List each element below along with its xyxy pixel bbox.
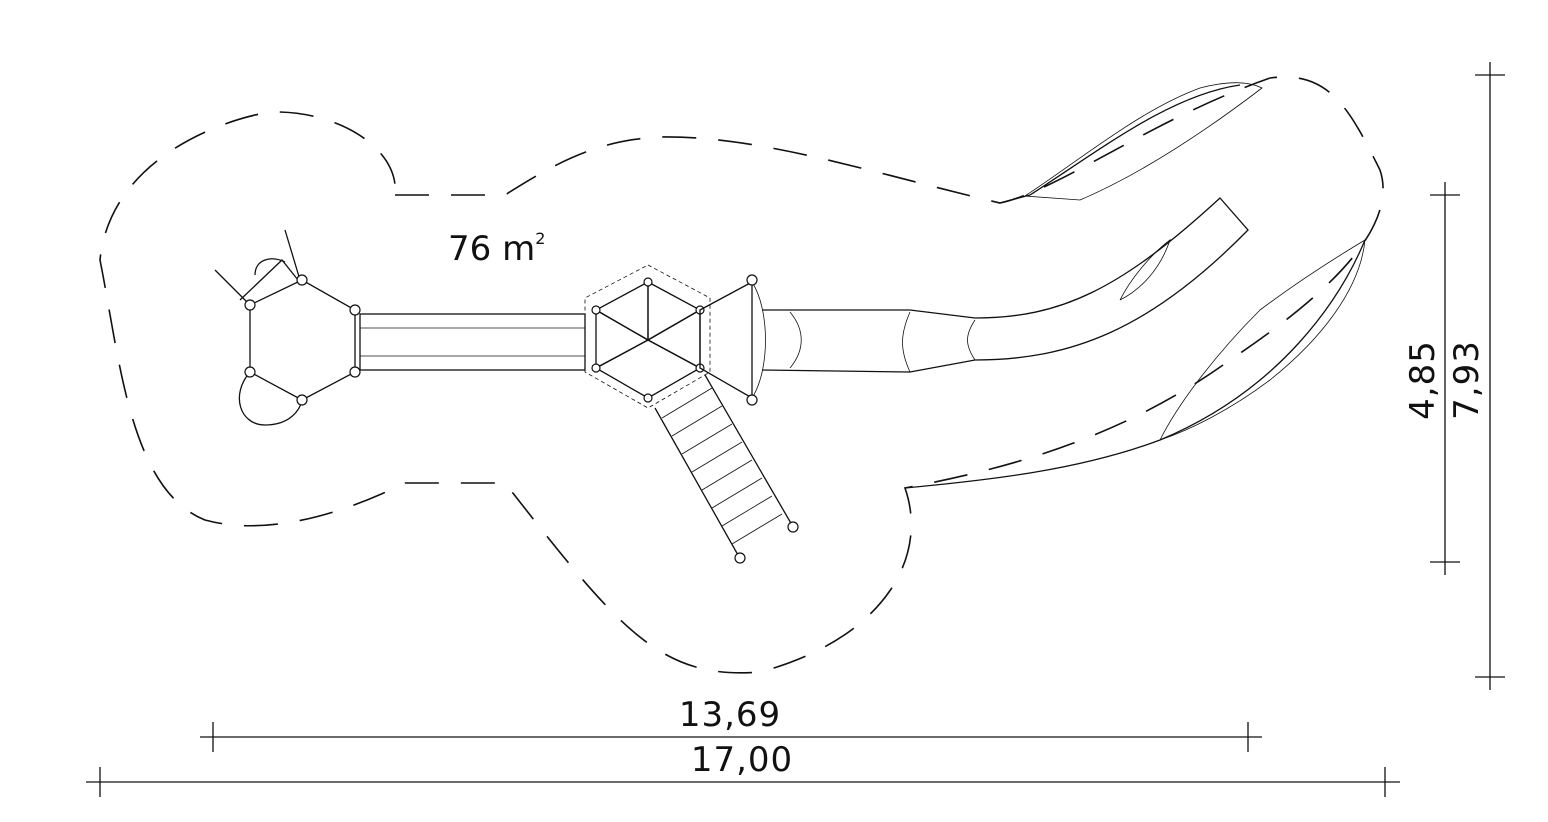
- inner-width-label: 13,69: [679, 695, 781, 735]
- post: [244, 366, 256, 378]
- post: [591, 363, 601, 373]
- center-tower-sector-4: [594, 339, 702, 399]
- center-tower-outline: [584, 264, 711, 409]
- post: [746, 394, 758, 406]
- post: [643, 277, 653, 287]
- dimension-outer-width: [86, 767, 1400, 797]
- post: [244, 299, 256, 311]
- center-tower-sector-1: [594, 280, 649, 342]
- ladder: [654, 374, 793, 556]
- dimension-inner-height: [1430, 182, 1460, 575]
- ladder-rungs: [661, 387, 783, 545]
- slope-hatch-top: [1023, 82, 1263, 201]
- area-label: 76 m2: [448, 229, 545, 269]
- dimension-outer-height: [1475, 62, 1505, 690]
- bridge: [359, 313, 586, 371]
- post: [296, 274, 308, 286]
- outer-width-label: 17,00: [691, 740, 793, 780]
- tube-slide: [761, 197, 1249, 373]
- tube-slide-inner: [789, 238, 1171, 373]
- center-tower-sector-2: [647, 280, 702, 342]
- post: [734, 552, 746, 564]
- dimension-inner-width: [200, 722, 1262, 752]
- post: [349, 366, 361, 378]
- slope-hatch-bottom: [1159, 239, 1366, 441]
- safety-zone-outline: [99, 76, 1384, 674]
- post: [349, 304, 361, 316]
- left-tower-railing: [214, 229, 301, 306]
- inner-height-label: 4,85: [1403, 340, 1443, 420]
- center-tower-sector-5: [646, 308, 701, 370]
- post: [787, 521, 799, 533]
- post: [746, 274, 758, 286]
- center-tower-sector-3: [595, 308, 650, 370]
- post: [591, 305, 601, 315]
- outer-height-label: 7,93: [1447, 340, 1487, 420]
- left-tower-ring: [238, 371, 303, 426]
- post: [296, 394, 308, 406]
- slide-zone-outline: [904, 84, 1366, 489]
- left-tower-deck: [249, 279, 356, 401]
- post: [643, 393, 653, 403]
